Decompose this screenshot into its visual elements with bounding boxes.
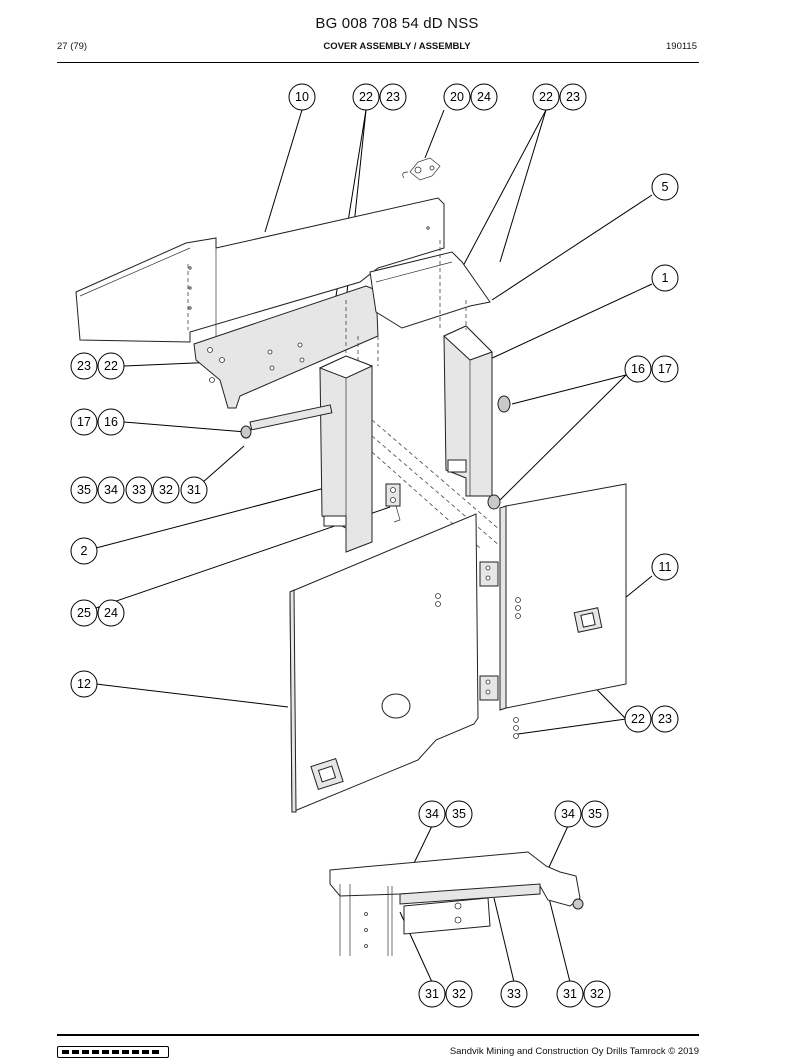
callout-22: 22 [97, 352, 125, 380]
callout-11-label: 11 [659, 560, 672, 574]
callout-33-label: 33 [132, 483, 146, 497]
callout-17: 17 [70, 408, 98, 436]
callout-12: 12 [70, 670, 98, 698]
section-title: COVER ASSEMBLY / ASSEMBLY [323, 41, 471, 52]
callout-10-label: 10 [295, 90, 309, 104]
callout-32: 32 [152, 476, 180, 504]
callout-17: 17 [651, 355, 679, 383]
callout-22: 22 [532, 83, 560, 111]
callout-17-label: 17 [77, 415, 91, 429]
part-20-latch [402, 157, 441, 181]
part-hinges [479, 561, 521, 739]
callout-24: 24 [470, 83, 498, 111]
callout-24-label: 24 [477, 90, 491, 104]
part-10-top-cover [75, 197, 445, 343]
callout-1-label: 1 [662, 271, 669, 285]
callout-22-label: 22 [104, 359, 118, 373]
document-title: BG 008 708 54 dD NSS [315, 15, 479, 32]
callout-32: 32 [583, 980, 611, 1008]
callout-25: 25 [70, 599, 98, 627]
callout-35-label: 35 [588, 807, 602, 821]
callout-20: 20 [443, 83, 471, 111]
callout-31: 31 [556, 980, 584, 1008]
part-16-17-knob [240, 395, 511, 510]
callout-16: 16 [624, 355, 652, 383]
part-2-left-post [318, 355, 374, 553]
callout-23: 23 [379, 83, 407, 111]
callout-23: 23 [559, 83, 587, 111]
callout-34-label: 34 [104, 483, 118, 497]
callout-20-label: 20 [450, 90, 464, 104]
callout-1: 1 [651, 264, 679, 292]
callout-34: 34 [554, 800, 582, 828]
callout-2-label: 2 [81, 544, 88, 558]
part-11-right-door [499, 483, 627, 711]
callout-23-label: 23 [386, 90, 400, 104]
part-5-side-plate [369, 251, 491, 329]
footer-copyright: Sandvik Mining and Construction Oy Drill… [449, 1046, 699, 1057]
callout-35: 35 [445, 800, 473, 828]
callout-35: 35 [70, 476, 98, 504]
callout-25-label: 25 [77, 606, 91, 620]
page-number: 27 (79) [57, 41, 88, 52]
callout-22-label: 22 [631, 712, 645, 726]
callout-24-label: 24 [104, 606, 118, 620]
callout-31-label: 31 [187, 483, 201, 497]
callout-31: 31 [180, 476, 208, 504]
footer-divider [57, 1034, 699, 1036]
callout-32: 32 [445, 980, 473, 1008]
callout-32-label: 32 [590, 987, 604, 1001]
callout-35: 35 [581, 800, 609, 828]
part-24-25-lock [385, 483, 401, 523]
callout-23: 23 [651, 705, 679, 733]
callout-12-label: 12 [77, 677, 91, 691]
callout-34: 34 [97, 476, 125, 504]
callout-11: 11 [651, 553, 679, 581]
callout-31-label: 31 [563, 987, 577, 1001]
callout-2: 2 [70, 537, 98, 565]
callout-22-label: 22 [539, 90, 553, 104]
callout-35-label: 35 [452, 807, 466, 821]
callout-5: 5 [651, 173, 679, 201]
callout-35-label: 35 [77, 483, 91, 497]
callout-31: 31 [418, 980, 446, 1008]
part-12-left-door [289, 513, 479, 813]
part-bracket-plate [193, 285, 379, 409]
part-1-right-post [443, 325, 493, 497]
callout-33: 33 [125, 476, 153, 504]
callout-24: 24 [97, 599, 125, 627]
callout-22: 22 [624, 705, 652, 733]
header-divider [57, 62, 699, 63]
callout-17-label: 17 [658, 362, 672, 376]
callout-23-label: 23 [658, 712, 672, 726]
callout-32-label: 32 [159, 483, 173, 497]
callout-22-label: 22 [359, 90, 373, 104]
callout-34-label: 34 [425, 807, 439, 821]
callout-34-label: 34 [561, 807, 575, 821]
callout-23-label: 23 [566, 90, 580, 104]
hidden-dashed-projections [187, 240, 501, 549]
sandvik-logo-icon [57, 1046, 169, 1058]
callout-16-label: 16 [104, 415, 118, 429]
callout-16-label: 16 [631, 362, 645, 376]
callout-23: 23 [70, 352, 98, 380]
callout-32-label: 32 [452, 987, 466, 1001]
callout-10: 10 [288, 83, 316, 111]
callout-33-label: 33 [507, 987, 521, 1001]
callout-31-label: 31 [425, 987, 439, 1001]
detail-bottom-frame [329, 851, 584, 956]
callout-5-label: 5 [662, 180, 669, 194]
callout-34: 34 [418, 800, 446, 828]
callout-22: 22 [352, 83, 380, 111]
document-date: 190115 [666, 41, 697, 52]
callout-33: 33 [500, 980, 528, 1008]
callout-16: 16 [97, 408, 125, 436]
callout-23-label: 23 [77, 359, 91, 373]
